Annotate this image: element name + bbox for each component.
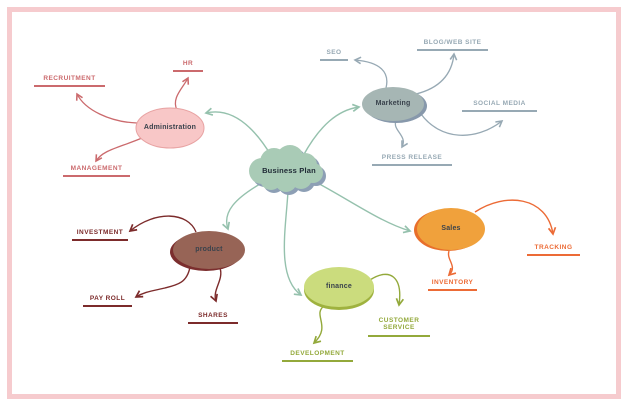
- subtopic-hr[interactable]: HR: [173, 60, 203, 73]
- marketing-connectors: [353, 52, 504, 149]
- connector-businessplan-sales: [311, 179, 412, 234]
- topic-finance-shape[interactable]: [304, 267, 374, 310]
- subtopic-recruitment[interactable]: RECRUITMENT: [34, 75, 105, 88]
- connector-administration-hr: [174, 76, 190, 111]
- connector-businessplan-finance: [283, 190, 303, 297]
- administration-connectors: [75, 76, 190, 163]
- sales-connectors: [447, 199, 557, 277]
- topic-sales-shape[interactable]: [414, 208, 485, 251]
- connector-product-shares: [210, 267, 222, 303]
- subtopic-seo[interactable]: SEO: [320, 49, 348, 62]
- product-connectors: [128, 215, 222, 303]
- connector-product-investment: [128, 215, 197, 233]
- connector-marketing-blog: [415, 52, 458, 95]
- connector-businessplan-product: [222, 183, 261, 231]
- topic-sales-label[interactable]: Sales: [441, 225, 461, 232]
- subtopic-customer-service[interactable]: CUSTOMER SERVICE: [368, 317, 430, 337]
- connector-finance-customer: [369, 273, 405, 307]
- connector-businessplan-administration: [204, 107, 273, 158]
- subtopic-social-media[interactable]: SOCIAL MEDIA: [462, 100, 537, 113]
- subtopic-development[interactable]: DEVELOPMENT: [282, 350, 353, 363]
- connector-sales-inventory: [447, 250, 457, 277]
- central-topic-cloud[interactable]: [249, 145, 326, 195]
- connector-sales-tracking: [474, 199, 557, 236]
- connector-marketing-press: [394, 120, 409, 149]
- connector-administration-recruitment: [75, 92, 138, 124]
- connector-marketing-seo: [353, 56, 388, 89]
- subtopic-pay-roll[interactable]: PAY ROLL: [83, 295, 132, 308]
- subtopic-blog-web-site[interactable]: BLOG/WEB SITE: [417, 39, 488, 52]
- subtopic-management[interactable]: MANAGEMENT: [63, 165, 130, 178]
- subtopic-inventory[interactable]: INVENTORY: [428, 279, 477, 292]
- connector-businessplan-marketing: [302, 103, 361, 157]
- connector-product-payroll: [134, 266, 191, 298]
- topic-finance-label[interactable]: finance: [326, 283, 352, 290]
- subtopic-tracking[interactable]: TRACKING: [527, 244, 580, 257]
- central-connectors: [204, 103, 412, 297]
- connector-administration-management: [95, 137, 143, 163]
- subtopic-shares[interactable]: SHARES: [188, 312, 238, 325]
- topic-marketing-label[interactable]: Marketing: [375, 100, 411, 107]
- topic-administration-label[interactable]: Administration: [143, 124, 197, 131]
- central-topic-label[interactable]: Business Plan: [262, 166, 316, 175]
- topic-marketing-shape[interactable]: [362, 87, 427, 123]
- topic-product-shape[interactable]: [170, 231, 245, 271]
- connector-finance-development: [312, 305, 325, 345]
- topic-administration-shape[interactable]: [135, 107, 205, 149]
- subtopic-press-release[interactable]: PRESS RELEASE: [372, 154, 452, 167]
- subtopic-investment[interactable]: INVESTMENT: [72, 229, 128, 242]
- connector-marketing-social: [420, 113, 504, 136]
- finance-connectors: [312, 273, 405, 345]
- topic-product-label[interactable]: product: [195, 246, 223, 253]
